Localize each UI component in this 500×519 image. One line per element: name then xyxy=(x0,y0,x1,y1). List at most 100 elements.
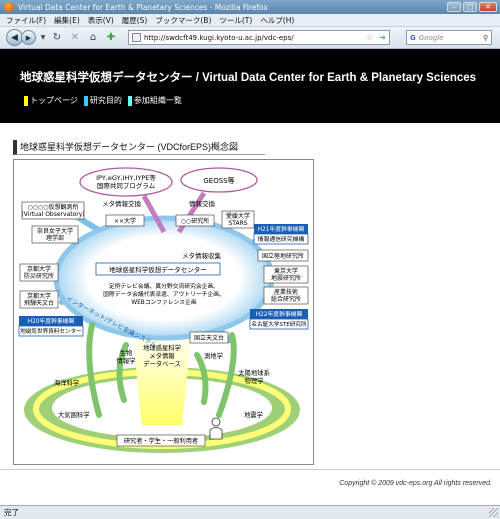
home-icon[interactable]: ⌂ xyxy=(89,32,97,43)
h21-label: H21年度幹事機関 xyxy=(258,225,305,233)
ehime-line2: STARS xyxy=(228,220,247,227)
activities-line1: 定例テレビ会議、異分野交流研究会企画、 xyxy=(109,282,219,290)
top-navigation: トップページ 研究目的 参加組織一覧 xyxy=(24,95,182,106)
program-oval-line1: IPY,eGY,IHY,IYPE等 xyxy=(96,173,156,182)
db-line3: データベース xyxy=(143,359,180,368)
tokyo-box[interactable] xyxy=(263,265,309,284)
back-arrow-icon: ◀ xyxy=(11,32,18,43)
nara-line2: 理学部 xyxy=(46,234,64,242)
menu-file[interactable]: ファイル(F) xyxy=(6,15,47,25)
aist-line1: 産業技術 xyxy=(274,288,298,296)
footer-divider xyxy=(0,469,500,470)
forward-button[interactable]: ▶ xyxy=(21,30,36,45)
program-oval xyxy=(79,167,173,197)
kyoto-geo-box[interactable] xyxy=(18,325,84,337)
nav-link-purpose[interactable]: 研究目的 xyxy=(83,95,122,106)
naoj-box[interactable] xyxy=(189,331,229,344)
site-header: 地球惑星科学仮想データセンター / Virtual Data Center fo… xyxy=(0,49,500,123)
window-titlebar: Virtual Data Center for Earth & Planetar… xyxy=(0,0,500,14)
center-box[interactable] xyxy=(95,262,221,276)
naoj-label: 国立天文台 xyxy=(194,334,224,342)
reload-icon[interactable]: ↻ xyxy=(52,32,62,43)
minimize-icon[interactable]: – xyxy=(447,2,461,12)
halo-cloud xyxy=(53,215,275,341)
bookmark-star-icon[interactable]: ☆ xyxy=(365,33,373,42)
db-line2: メタ情報 xyxy=(149,351,175,360)
nict-label: 情報通信研究機構 xyxy=(258,235,305,243)
nagoya-label: 名古屋大学STE研究所 xyxy=(251,320,307,328)
users-box[interactable] xyxy=(116,434,206,447)
kyoto-hida-line2: 飛騨天文台 xyxy=(24,299,54,307)
dropdown-history-icon[interactable]: ▼ xyxy=(40,34,46,41)
polar-label: 国立極地研究所 xyxy=(262,252,304,260)
concept-diagram-svg: IPY,eGY,IHY,IYPE等 国際共同プログラム GEOSS等 メタ情報交… xyxy=(18,167,309,453)
lab-box[interactable] xyxy=(175,214,215,227)
kyoto-dpri-box[interactable] xyxy=(19,263,59,282)
virtual-observatory-line1: ○○○○仮想観測所 xyxy=(28,203,79,211)
menu-history[interactable]: 履歴(S) xyxy=(121,15,148,25)
nav-link-top[interactable]: トップページ xyxy=(24,95,78,106)
polar-box[interactable] xyxy=(257,249,309,262)
copyright: Copyright © 2009 vdc-eps.org All rights … xyxy=(339,480,492,487)
exchange-right-label: 情報交換 xyxy=(189,199,216,208)
menu-bookmarks[interactable]: ブックマーク(B) xyxy=(155,15,212,25)
field-bio-line1: 生物 xyxy=(120,348,133,357)
nav-link-members[interactable]: 参加組織一覧 xyxy=(127,95,182,106)
resize-grip-icon[interactable] xyxy=(489,508,498,517)
geoss-label: GEOSS等 xyxy=(203,176,234,185)
nav-marker-icon xyxy=(127,95,132,106)
nict-box[interactable] xyxy=(253,233,309,245)
aist-box[interactable] xyxy=(263,286,309,305)
status-text: 完了 xyxy=(4,508,19,517)
organization-boxes: ○○○○仮想観測所 (Virtual Observatory) ××大学 ○○研… xyxy=(18,201,309,344)
close-icon[interactable]: ✕ xyxy=(479,2,497,12)
field-geodesy: 測地学 xyxy=(204,351,223,360)
field-arrows xyxy=(86,322,237,418)
add-bookmark-icon[interactable]: ✚ xyxy=(106,32,116,43)
nagoya-box[interactable] xyxy=(249,318,309,330)
kyoto-geo-label: 地磁気世界資料センター xyxy=(20,327,82,335)
firefox-icon xyxy=(4,2,14,12)
person-icon xyxy=(209,417,223,440)
ehime-box[interactable] xyxy=(221,210,255,229)
h20-agency-bar xyxy=(19,316,83,326)
aist-line2: 総合研究所 xyxy=(271,295,301,303)
search-engine-icon[interactable]: G xyxy=(410,33,416,42)
virtual-observatory-box[interactable] xyxy=(21,201,85,220)
kyoto-hida-box[interactable] xyxy=(19,290,59,309)
field-solar-line2: 物理学 xyxy=(245,376,264,385)
go-arrow-icon[interactable]: ➔ xyxy=(379,33,386,42)
url-text: http://swdcft49.kugi.kyoto-u.ac.jp/vdc-e… xyxy=(144,33,294,42)
virtual-observatory-line2: (Virtual Observatory) xyxy=(21,211,84,218)
database-beam xyxy=(132,330,192,425)
ehime-line1: 愛媛大学 xyxy=(226,212,250,220)
url-bar[interactable]: http://swdcft49.kugi.kyoto-u.ac.jp/vdc-e… xyxy=(128,30,390,45)
kyoto-dpri-line1: 京都大学 xyxy=(27,265,51,273)
users-label: 研究者・学生・一般利用者 xyxy=(124,437,198,445)
field-bio-line2: 情報学 xyxy=(117,356,136,365)
menu-help[interactable]: ヘルプ(H) xyxy=(260,15,295,25)
menu-tools[interactable]: ツール(T) xyxy=(219,15,253,25)
search-placeholder: Google xyxy=(418,33,444,42)
nara-line1: 奈良女子大学 xyxy=(37,227,73,235)
menu-edit[interactable]: 編集(E) xyxy=(54,15,80,25)
nav-label-top: トップページ xyxy=(30,96,78,105)
nav-label-members: 参加組織一覧 xyxy=(133,96,182,105)
kyoto-hida-line1: 京都大学 xyxy=(27,292,51,300)
meta-collect-label: メタ情報収集 xyxy=(182,251,222,260)
menu-view[interactable]: 表示(V) xyxy=(87,15,114,25)
univ-label: ××大学 xyxy=(114,217,136,225)
h21-agency-bar xyxy=(254,224,308,234)
maximize-icon[interactable]: □ xyxy=(463,2,477,12)
search-icon[interactable]: ⚲ xyxy=(482,33,488,42)
stop-icon[interactable]: ✕ xyxy=(70,32,80,43)
page-heading: 地球惑星科学仮想データセンター (VDCforEPS)概念図 xyxy=(13,140,265,155)
h22-label: H22年度幹事機関 xyxy=(256,310,303,318)
search-input[interactable]: G Google ⚲ xyxy=(406,30,492,45)
nara-box[interactable] xyxy=(31,225,79,244)
exchange-left-label: メタ情報交換 xyxy=(102,199,142,208)
menu-bar: ファイル(F) 編集(E) 表示(V) 履歴(S) ブックマーク(B) ツール(… xyxy=(0,14,500,27)
lab-label: ○○研究所 xyxy=(181,217,209,225)
univ-box[interactable] xyxy=(105,214,145,227)
h20-label: H20年度幹事機関 xyxy=(28,317,75,325)
